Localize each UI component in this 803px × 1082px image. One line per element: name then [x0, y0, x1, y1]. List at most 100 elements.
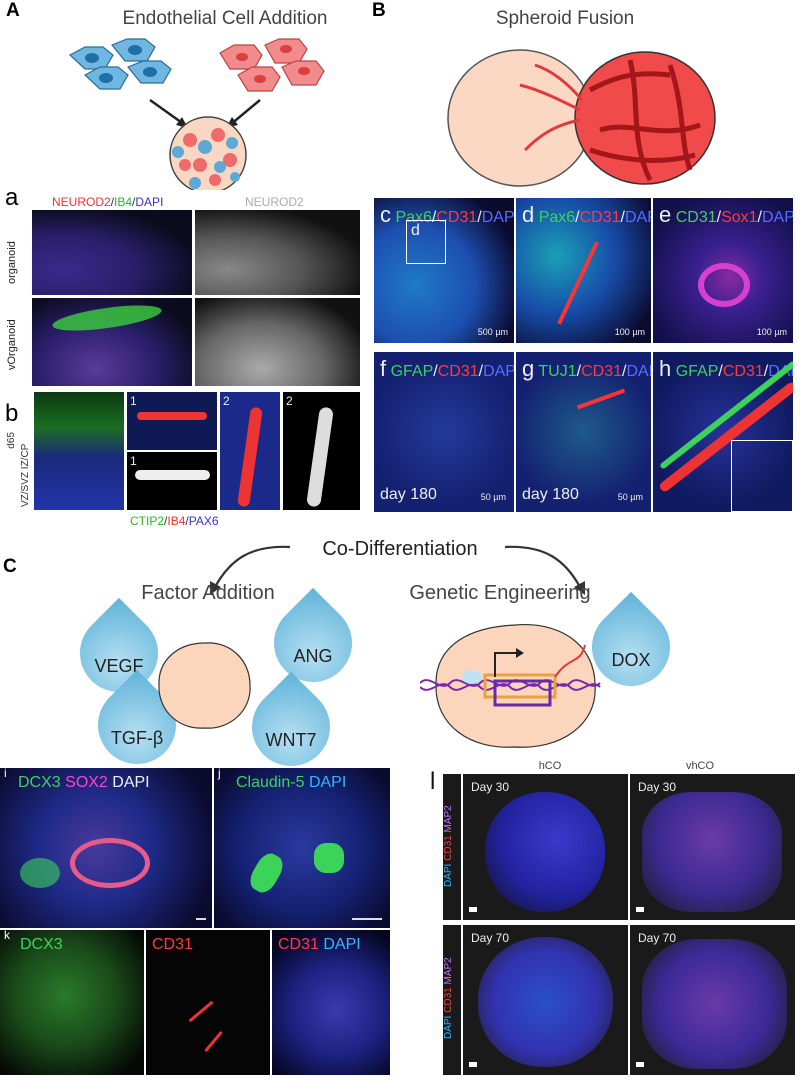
inset-num: 1 [130, 454, 137, 468]
side-map2: MAP2 [443, 957, 454, 985]
stain-dcx3: DCX3 [18, 774, 61, 791]
day-label: Day 70 [638, 931, 677, 945]
day-label: day 180 [522, 486, 579, 503]
label: e [659, 202, 672, 227]
image-vorganoid-merge [32, 298, 192, 386]
image-l-hco-day30: Day 30 [463, 774, 628, 920]
image-b-overview [34, 392, 124, 510]
endothelial-addition-diagram [68, 38, 325, 190]
image-l-vhco-day70: Day 70 [630, 925, 795, 1075]
label: c [380, 202, 391, 227]
stain-b: DAPI [483, 363, 514, 380]
stain-dcx3: DCX3 [20, 936, 63, 953]
side-label-2: DAPI CD31 MAP2 [443, 925, 461, 1075]
blue-cells [68, 38, 172, 90]
panel-b-zones: VZ/SVZ IZ/CP [20, 443, 31, 507]
panel-b-legend: CTIP2/IB4/PAX6 [130, 514, 219, 528]
red-cells [219, 38, 325, 92]
legend-sep: / [185, 514, 189, 528]
stain-dapi: DAPI [323, 936, 361, 953]
image-h: h GFAP/CD31/DAPI [653, 352, 793, 512]
day-label: Day 30 [638, 780, 677, 794]
legend-ib4: IB4 [167, 514, 186, 528]
stain-r: CD31 [437, 363, 479, 380]
image-c: c Pax6/CD31/DAPI d 500 µm [374, 198, 514, 343]
day-label: Day 30 [471, 780, 510, 794]
panel-k-label: k [4, 930, 10, 942]
col-hco: hCO [538, 760, 562, 772]
factor-organoid [158, 642, 251, 729]
row-label-organoid: organoid [6, 241, 18, 285]
panel-b-label: b [5, 400, 19, 427]
genetic-engineering-organoid [420, 623, 601, 748]
image-vorganoid-neurod2 [195, 298, 360, 386]
scale-label: 50 µm [480, 492, 506, 502]
label-c: c Pax6/CD31/DAPI [380, 202, 514, 228]
day-label: Day 70 [471, 931, 510, 945]
inset-box-h [731, 440, 793, 512]
factor-wnt7: WNT7 [265, 730, 317, 750]
inset-num: 2 [223, 394, 230, 408]
image-organoid-neurod2 [195, 210, 360, 295]
image-k-dcx3: k DCX3 [0, 930, 144, 1075]
image-b-inset2-gray: 2 [283, 392, 360, 510]
stain-sep: / [132, 195, 136, 209]
image-b-inset1-gray: 1 [127, 452, 217, 510]
stain-g: Pax6 [538, 209, 576, 226]
panel-a-stain-legend: NEUROD2/IB4/DAPI [52, 195, 163, 209]
image-f: f GFAP/CD31/DAPI day 180 50 µm [374, 352, 514, 512]
inset-num: 2 [286, 394, 293, 408]
section-b-title: Spheroid Fusion [495, 8, 635, 29]
stain-cd31: CD31 [152, 936, 193, 953]
image-l-hco-day70: Day 70 [463, 925, 628, 1075]
panel-a-stain-gray: NEUROD2 [245, 195, 304, 209]
co-diff-arrows [210, 545, 585, 595]
side-map2: MAP2 [443, 805, 454, 833]
inset-num: 1 [130, 394, 137, 408]
factor-ang: ANG [293, 646, 333, 666]
stain-g: Pax6 [395, 209, 432, 226]
stain-neurod2: NEUROD2 [52, 195, 111, 209]
stain-g: GFAP [675, 363, 719, 380]
stain-r: CD31 [436, 209, 478, 226]
stain-r: CD31 [722, 363, 764, 380]
panel-a-label: a [5, 184, 19, 211]
inset-label: d [411, 222, 420, 239]
label: d [522, 202, 535, 227]
stain-b: DAPI [624, 209, 651, 226]
section-a-title: Endothelial Cell Addition [122, 8, 328, 29]
factor-tgfb: TGF-β [110, 728, 164, 748]
image-b-inset2-merge: 2 [220, 392, 280, 510]
panel-i-label: i [4, 768, 7, 780]
scale-label: 100 µm [614, 327, 645, 337]
image-i: i DCX3 SOX2 DAPI [0, 768, 212, 928]
stain-r: Sox1 [721, 209, 758, 226]
label: f [380, 356, 387, 381]
stain-ib4: IB4 [114, 195, 133, 209]
stain-sox2: SOX2 [65, 774, 108, 791]
day-label: day 180 [380, 486, 437, 503]
image-l-vhco-day30: Day 30 [630, 774, 795, 920]
stain-cd31: CD31 [278, 936, 319, 953]
legend-ctip2: CTIP2 [130, 514, 165, 528]
scale-label: 500 µm [477, 327, 508, 337]
col-vhco: vhCO [685, 760, 715, 772]
panel-j-label: j [218, 768, 221, 780]
side-dapi: DAPI [443, 1016, 454, 1040]
factor-dox: DOX [611, 650, 651, 670]
stain-g: CD31 [675, 209, 717, 226]
image-d: d Pax6/CD31/DAPI 100 µm [516, 198, 651, 343]
image-j: j Claudin-5 DAPI [214, 768, 390, 928]
co-differentiation-title: Co-Differentiation [322, 538, 478, 560]
stain-dapi: DAPI [308, 774, 347, 791]
stain-b: DAPI [481, 209, 514, 226]
stain-b: DAPI [626, 363, 651, 380]
stain-claudin5: Claudin-5 [236, 774, 305, 791]
label: h [659, 356, 672, 381]
image-g: g TUJ1/CD31/DAPI day 180 50 µm [516, 352, 651, 512]
image-organoid-merge [32, 210, 192, 295]
side-cd31: CD31 [443, 987, 454, 1014]
stain-r: CD31 [579, 209, 621, 226]
scale-label: 50 µm [617, 492, 643, 502]
side-cd31: CD31 [443, 835, 454, 861]
